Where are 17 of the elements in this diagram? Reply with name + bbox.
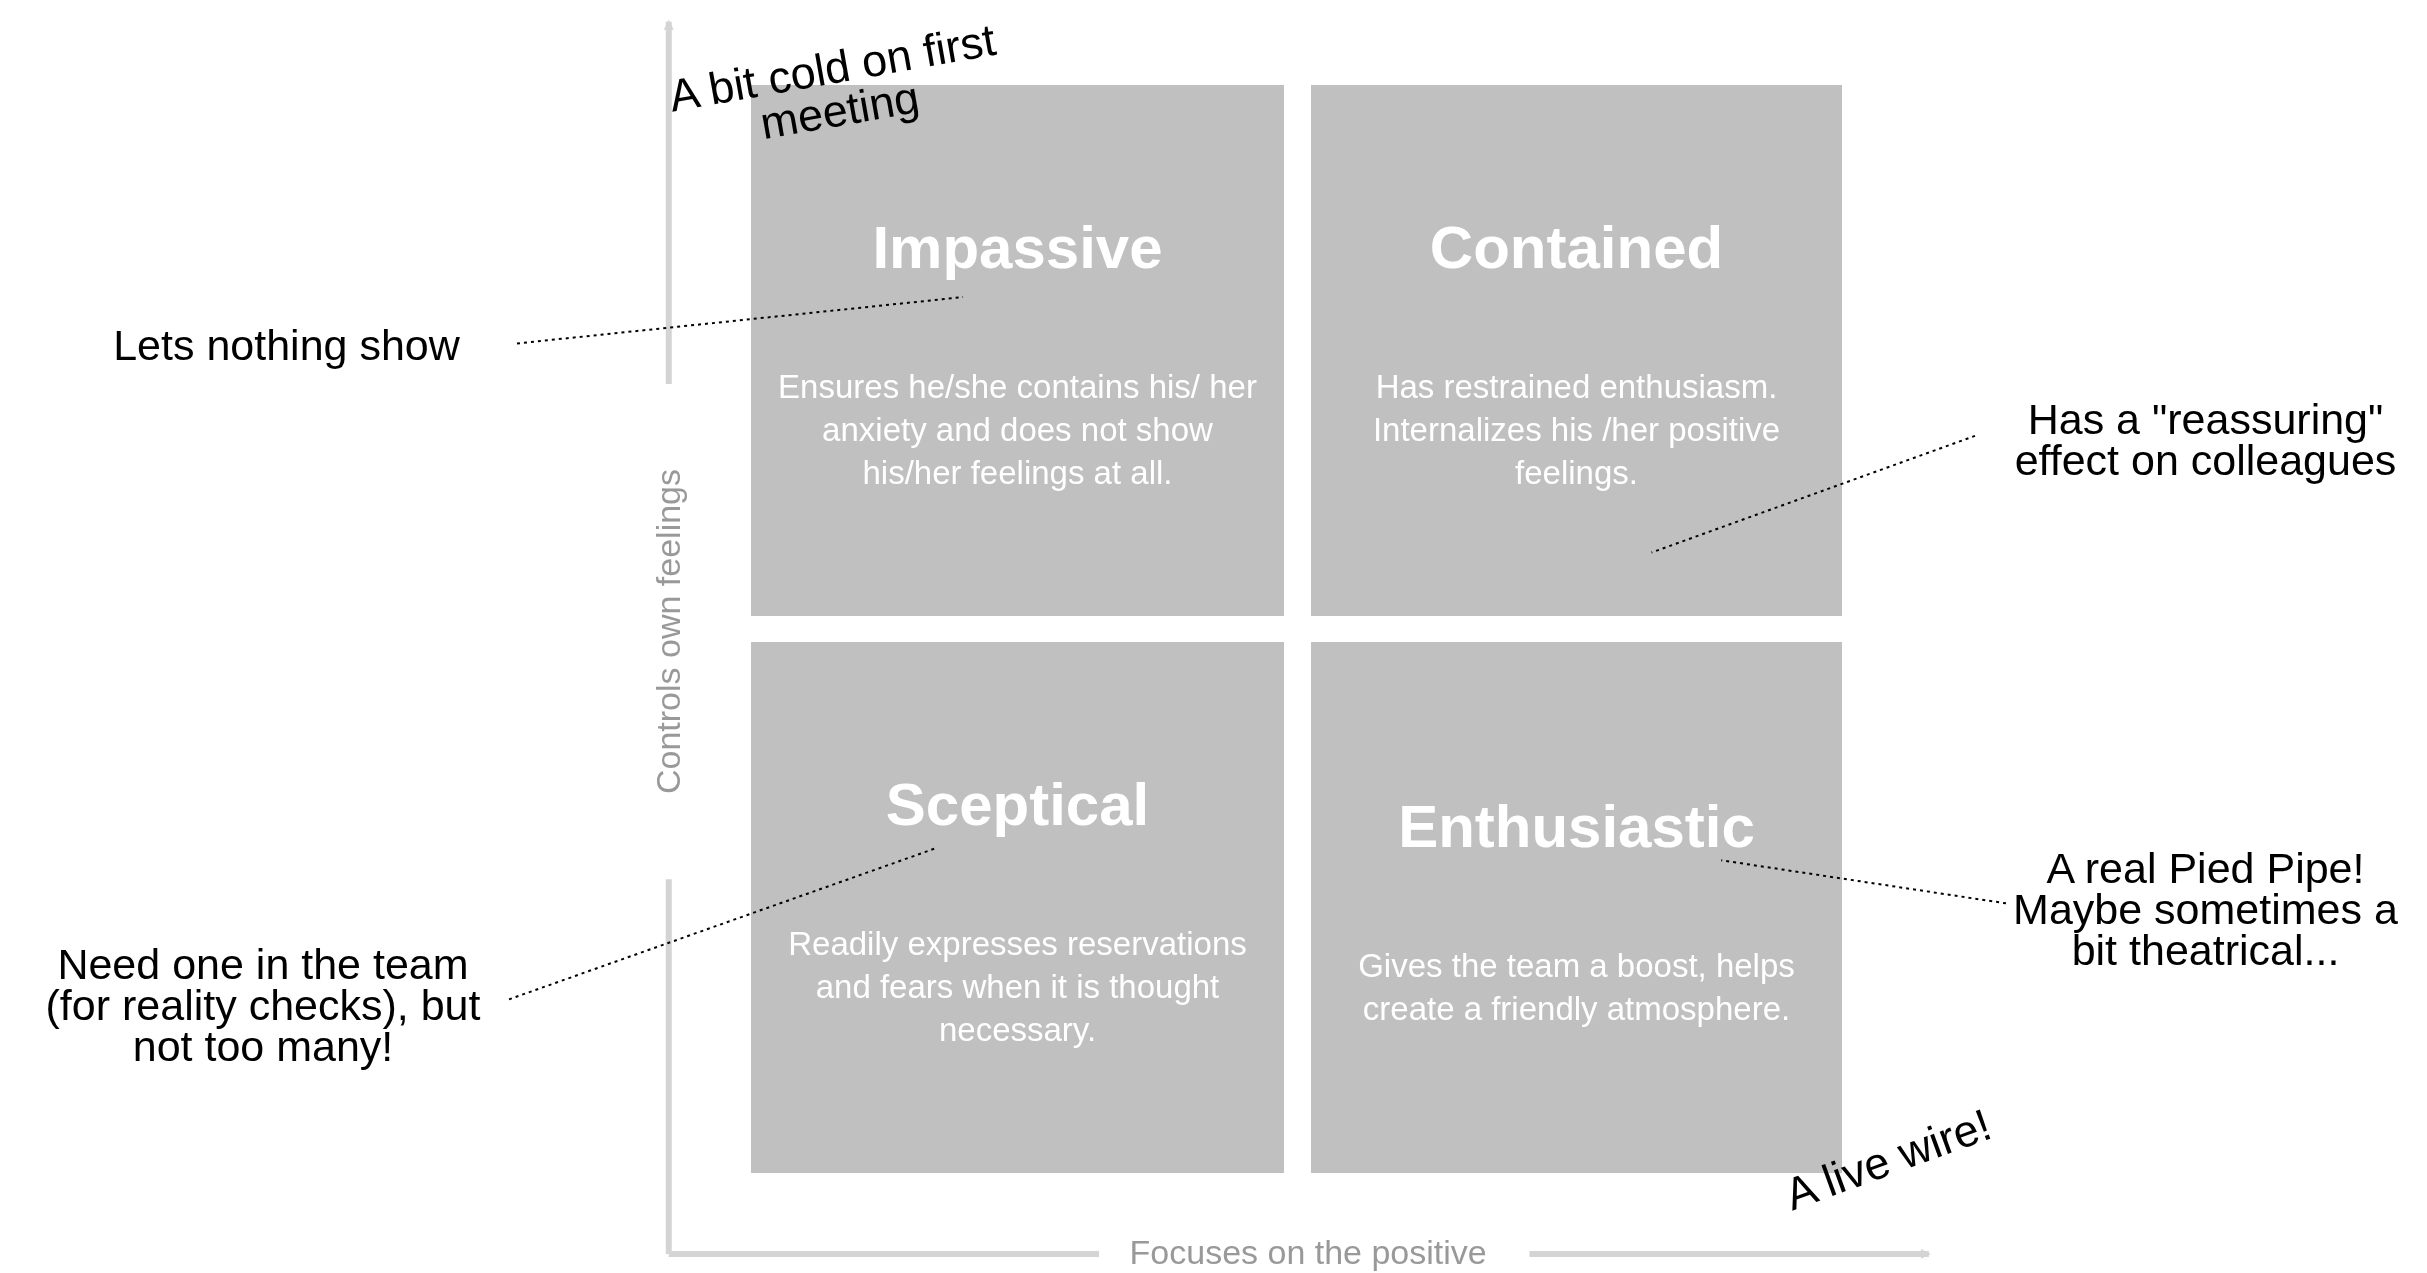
leader-line (1720, 859, 2007, 905)
quadrant-title: Contained (1428, 215, 1725, 281)
quadrant-title: Sceptical (884, 772, 1151, 838)
leader-line (1650, 434, 1976, 554)
quadrant-description: Ensures he/she contains his/ her anxiety and does not show his/her feelings at all. (777, 367, 1258, 493)
quadrant-title: Impassive (871, 215, 1164, 281)
quadrant-description: Gives the team a boost, helps create a friendly atmosphere. (1357, 946, 1796, 1029)
quadrant-title: Enthusiastic (1397, 794, 1756, 860)
quadrant-description: Readily expresses reservations and fears when it is thought necessary. (787, 924, 1248, 1050)
annotation-text: A live wire! (1778, 1098, 1999, 1221)
quadrant-box (1311, 85, 1842, 616)
axis-label: Controls own feelings (649, 469, 689, 795)
quadrant-box (751, 642, 1284, 1173)
quadrant-description: Has restrained enthusiasm. Internalizes his /her positive feelings. (1371, 367, 1782, 493)
axis-label: Focuses on the positive (1129, 1232, 1487, 1272)
annotation-text: A real Pied Pipe! Maybe sometimes a bit theatrical... (2012, 848, 2399, 971)
annotation-text: A bit cold on first meeting (664, 15, 1001, 152)
